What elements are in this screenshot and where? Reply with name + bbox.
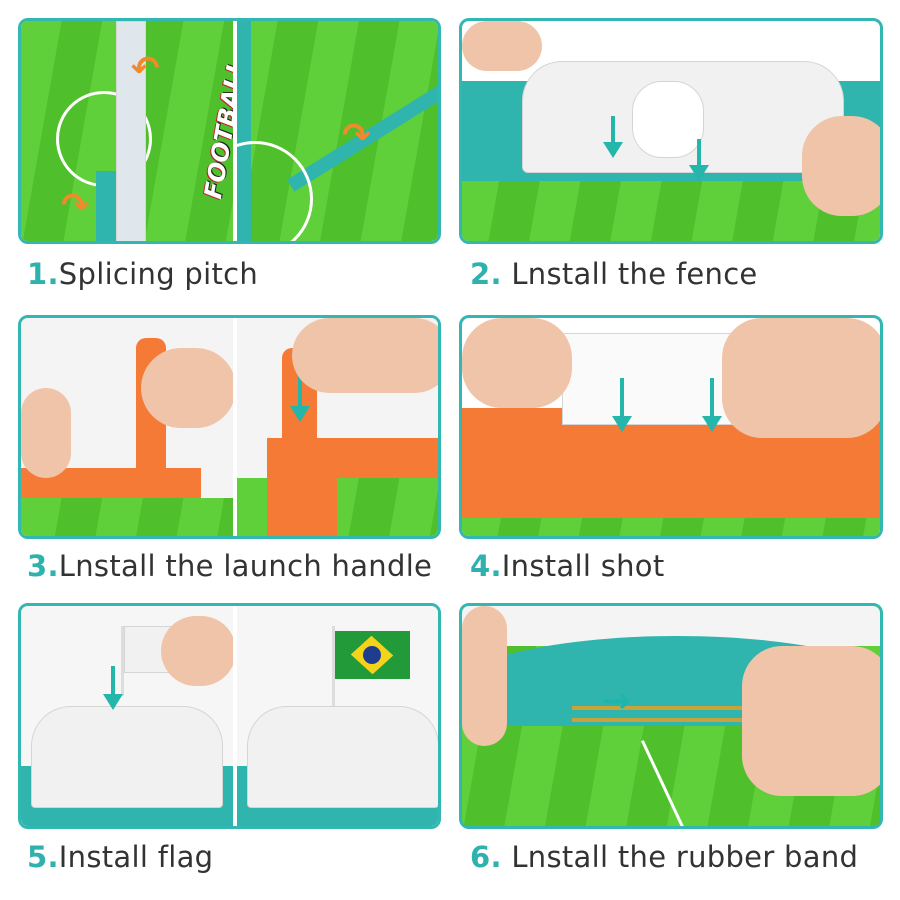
step-label: Lnstall the rubber band — [511, 840, 859, 874]
step-label: Install flag — [58, 840, 214, 874]
step-number: 6. — [470, 840, 502, 874]
orange-arrow-icon: ↷ — [61, 186, 90, 226]
down-arrow-icon — [290, 406, 310, 422]
step-label: Splicing pitch — [58, 257, 259, 291]
down-arrow-icon — [603, 142, 623, 158]
step-1-photo-right: ↷ — [234, 21, 438, 241]
orange-arrow-icon: ↷ — [342, 116, 371, 156]
football-logo: FOOTBALL — [199, 57, 233, 201]
step-5-caption: 5.Install flag — [27, 840, 213, 874]
down-arrow-icon — [689, 165, 709, 181]
step-number: 5. — [27, 840, 59, 874]
step-2-image — [459, 18, 883, 244]
step-number: 4. — [470, 549, 502, 583]
down-arrow-icon — [702, 416, 722, 432]
step-label: Lnstall the fence — [511, 257, 758, 291]
step-1-caption: 1.Splicing pitch — [27, 257, 258, 291]
step-number: 3. — [27, 549, 59, 583]
step-6-image: → — [459, 603, 883, 829]
step-6-caption: 6. Lnstall the rubber band — [470, 840, 858, 874]
step-3-image — [18, 315, 441, 539]
step-number: 1. — [27, 257, 59, 291]
orange-arrow-icon: ↶ — [131, 49, 160, 89]
step-5-image — [18, 603, 441, 829]
teal-arrow-icon: → — [602, 681, 631, 721]
down-arrow-icon — [103, 694, 123, 710]
step-4-image — [459, 315, 883, 539]
step-1-photo-left: FOOTBALL ↶ ↷ — [21, 21, 233, 241]
step-label: Lnstall the launch handle — [58, 549, 433, 583]
step-3-caption: 3.Lnstall the launch handle — [27, 549, 432, 583]
down-arrow-icon — [612, 416, 632, 432]
step-1-image: FOOTBALL ↶ ↷ ↷ — [18, 18, 441, 244]
step-number: 2. — [470, 257, 502, 291]
step-2-caption: 2. Lnstall the fence — [470, 257, 758, 291]
brazil-flag-icon — [335, 631, 410, 679]
step-4-caption: 4.Install shot — [470, 549, 665, 583]
step-label: Install shot — [501, 549, 665, 583]
